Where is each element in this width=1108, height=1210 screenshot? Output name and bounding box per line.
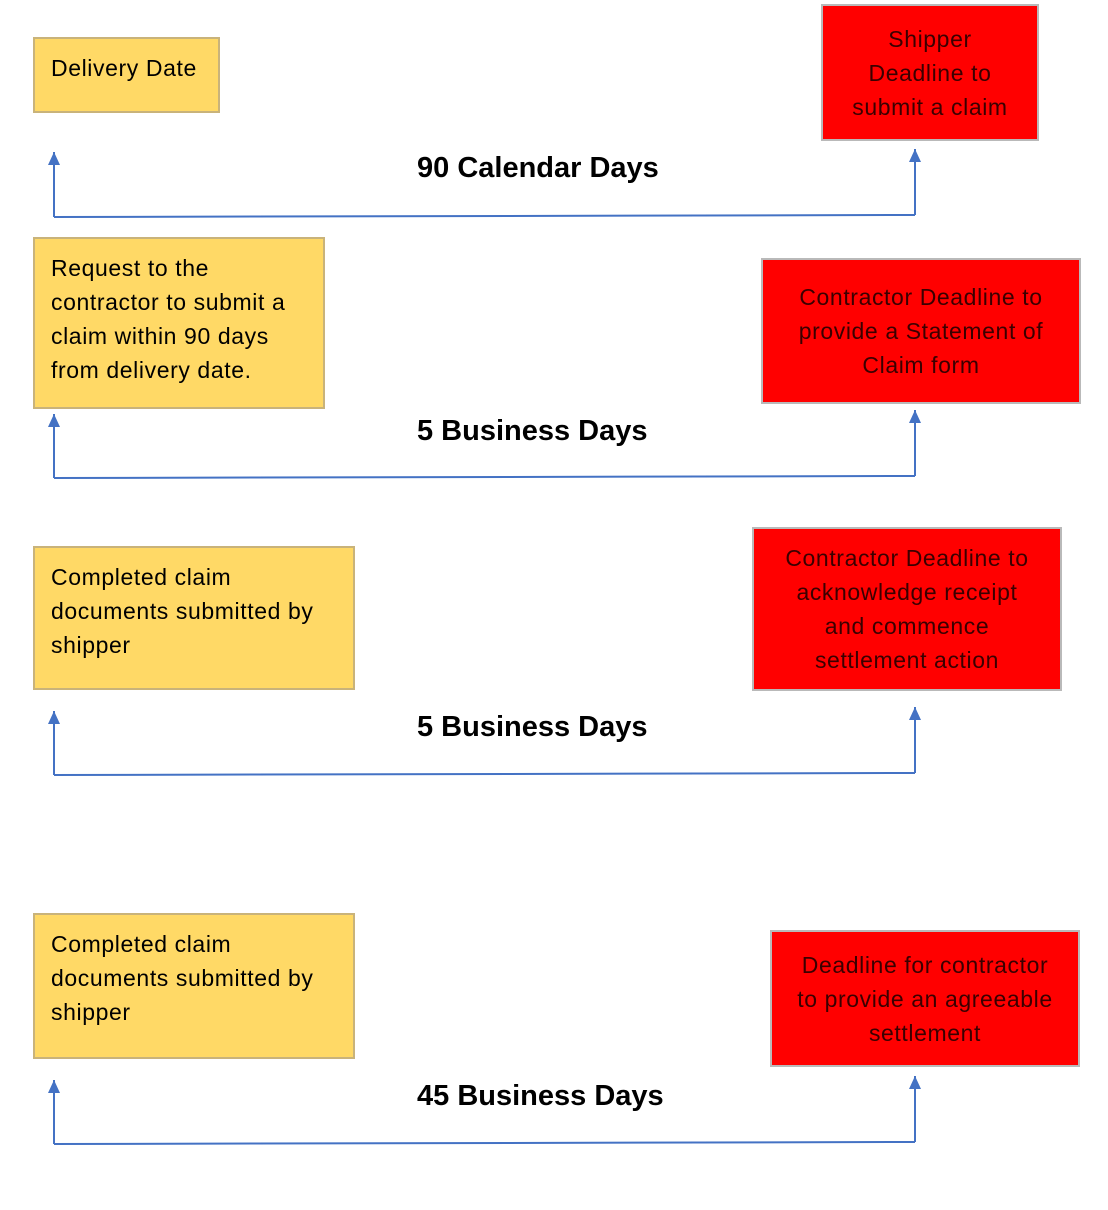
deadline-box-label: Contractor Deadline to acknowledge recei… (785, 545, 1029, 673)
arrowhead-icon (48, 711, 60, 724)
connector-bracket (48, 149, 921, 218)
deadline-box-agreeable-settlement: Deadline for contractor to provide an ag… (770, 930, 1080, 1067)
deadline-box-label: Shipper Deadline to submit a claim (852, 25, 1008, 120)
deadline-box-acknowledge-receipt: Contractor Deadline to acknowledge recei… (752, 527, 1062, 691)
start-box-label: Delivery Date (51, 55, 197, 81)
start-box-documents-submitted: Completed claim documents submitted by s… (33, 913, 355, 1059)
arrowhead-icon (48, 152, 60, 165)
arrowhead-icon (909, 410, 921, 423)
duration-label: 45 Business Days (417, 1080, 664, 1112)
start-box-documents-submitted: Completed claim documents submitted by s… (33, 546, 355, 690)
arrowhead-icon (48, 1080, 60, 1093)
start-box-delivery-date: Delivery Date (33, 37, 220, 113)
start-box-label: Completed claim documents submitted by s… (51, 564, 314, 658)
arrowhead-icon (909, 707, 921, 720)
duration-label: 90 Calendar Days (417, 152, 659, 184)
duration-label: 5 Business Days (417, 415, 648, 447)
deadline-box-shipper-claim: Shipper Deadline to submit a claim (821, 4, 1039, 141)
connector-bracket (48, 410, 921, 479)
connector-bracket (48, 707, 921, 776)
connector-bracket (48, 1076, 921, 1145)
arrowhead-icon (909, 149, 921, 162)
arrowhead-icon (909, 1076, 921, 1089)
deadline-box-statement-of-claim: Contractor Deadline to provide a Stateme… (761, 258, 1081, 404)
duration-label: 5 Business Days (417, 711, 648, 743)
start-box-label: Completed claim documents submitted by s… (51, 931, 314, 1025)
deadline-box-label: Contractor Deadline to provide a Stateme… (798, 284, 1044, 378)
arrowhead-icon (48, 414, 60, 427)
deadline-box-label: Deadline for contractor to provide an ag… (797, 951, 1053, 1046)
start-box-request-claim: Request to the contractor to submit a cl… (33, 237, 325, 409)
start-box-label: Request to the contractor to submit a cl… (51, 255, 286, 383)
